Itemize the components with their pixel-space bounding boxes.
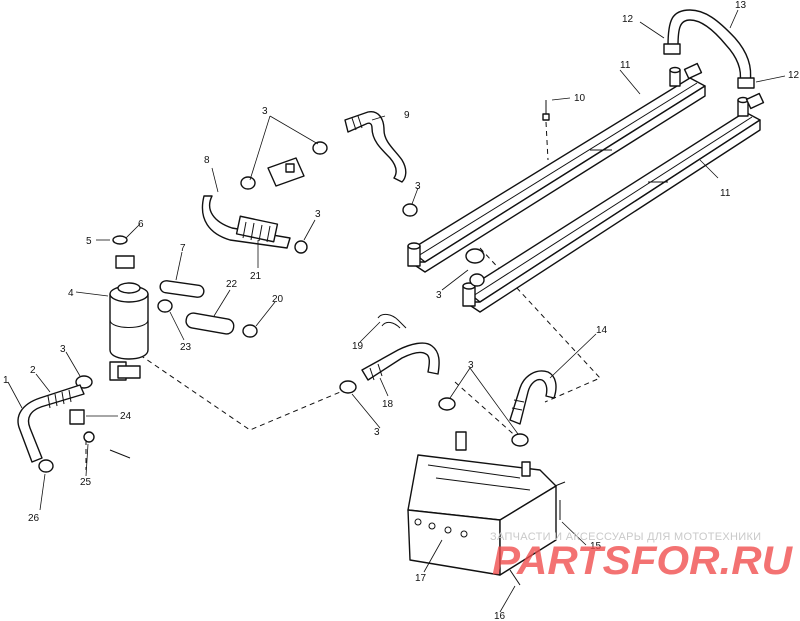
hose-middle	[361, 342, 440, 381]
callout-22: 22	[226, 279, 238, 290]
coolant-reservoir	[109, 235, 149, 381]
callout-6: 6	[138, 219, 144, 230]
heat-exchanger-lower	[462, 92, 765, 313]
bolt	[542, 100, 550, 161]
heat-exchanger-upper	[407, 62, 706, 273]
callout-12: 12	[788, 70, 800, 81]
callout-3: 3	[436, 290, 442, 301]
callout-24: 24	[120, 411, 132, 422]
callout-4: 4	[68, 288, 74, 299]
callout-3: 3	[315, 209, 321, 220]
callout-10: 10	[574, 93, 586, 104]
callout-3: 3	[60, 344, 66, 355]
callout-11: 11	[620, 60, 631, 71]
callout-16: 16	[494, 611, 506, 621]
watermark-brand: PARTSFOR.RU	[492, 539, 793, 583]
callout-23: 23	[180, 342, 192, 353]
callout-13: 13	[735, 0, 747, 11]
watermark: ЗАПЧАСТИ И АКСЕССУАРЫ ДЛЯ МОТОТЕХНИКИ PA…	[490, 531, 793, 583]
callout-3: 3	[415, 181, 421, 192]
callout-21: 21	[250, 271, 262, 282]
callout-8: 8	[204, 155, 210, 166]
hose-lower-left	[17, 384, 85, 473]
mounting-hardware	[69, 409, 131, 470]
callout-18: 18	[382, 399, 394, 410]
leader-lines	[7, 9, 786, 613]
callout-3: 3	[374, 427, 380, 438]
callout-labels: 1 2 3 3 3 3 3 3 3 4 5 6 7 8 9 10 11 11 1…	[3, 0, 800, 621]
callout-2: 2	[30, 365, 36, 376]
callout-14: 14	[596, 325, 608, 336]
callout-9: 9	[404, 110, 410, 121]
hose-clamps	[75, 141, 529, 447]
callout-25: 25	[80, 477, 92, 488]
callout-19: 19	[352, 341, 364, 352]
callout-11: 11	[720, 188, 731, 199]
watermark-tagline: ЗАПЧАСТИ И АКСЕССУАРЫ ДЛЯ МОТОТЕХНИКИ	[490, 531, 761, 543]
callout-5: 5	[86, 236, 92, 247]
callout-3: 3	[468, 360, 474, 371]
coolant-tank	[407, 431, 566, 586]
callout-26: 26	[28, 513, 40, 524]
callout-12: 12	[622, 14, 634, 25]
callout-1: 1	[3, 375, 9, 386]
assembly-dashed-lines	[139, 247, 601, 441]
callout-7: 7	[180, 243, 186, 254]
crossover-hose	[663, 9, 755, 89]
hose-branch	[201, 157, 305, 249]
callout-3: 3	[262, 106, 268, 117]
callout-15: 15	[590, 541, 602, 552]
callout-17: 17	[415, 573, 427, 584]
short-hoses	[159, 280, 235, 335]
hose-upper	[344, 111, 407, 183]
hose-clip	[377, 313, 407, 329]
callout-20: 20	[272, 294, 284, 305]
hose-right	[509, 370, 557, 425]
